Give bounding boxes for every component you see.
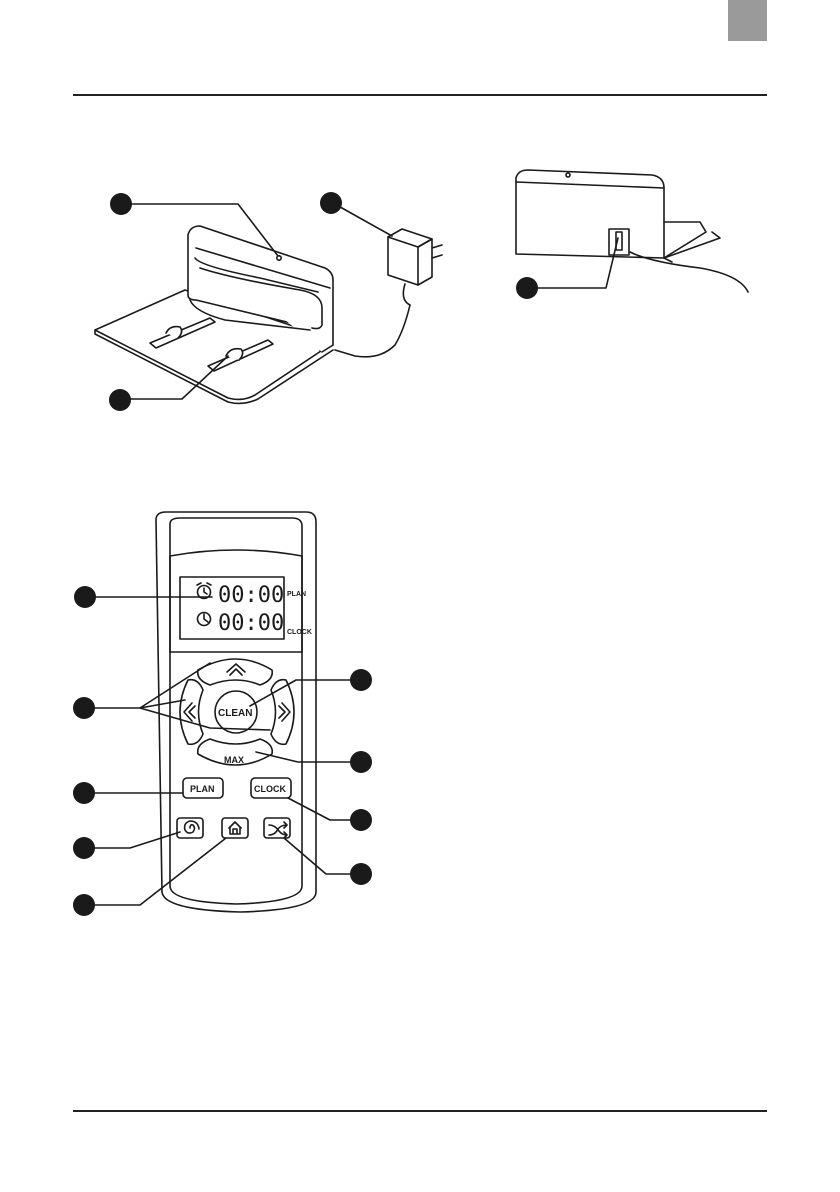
spiral-button[interactable] xyxy=(177,818,203,838)
clock-time: 00:00 xyxy=(218,611,284,636)
callout-dot xyxy=(516,277,538,299)
clean-button-label: CLEAN xyxy=(218,708,252,719)
plan-button[interactable]: PLAN xyxy=(183,778,223,798)
max-button-label: MAX xyxy=(224,755,244,765)
callouts xyxy=(73,192,618,916)
callout-dot xyxy=(109,389,131,411)
callout-dot xyxy=(320,192,342,214)
clock-button[interactable]: CLOCK xyxy=(251,778,291,798)
clock-button-label: CLOCK xyxy=(254,784,286,794)
callout-dot xyxy=(110,193,132,215)
callout-dot xyxy=(73,697,95,719)
power-adapter-illustration xyxy=(335,229,442,357)
callout-dot xyxy=(350,863,372,885)
lcd-clock-label: CLOCK xyxy=(287,629,312,636)
lcd-plan-label: PLAN xyxy=(287,591,306,598)
callout-dot xyxy=(73,894,95,916)
callout-dot xyxy=(350,751,372,773)
random-button[interactable] xyxy=(264,818,290,838)
callout-dot xyxy=(73,837,95,859)
home-button[interactable] xyxy=(222,818,248,838)
callout-dot xyxy=(350,669,372,691)
callout-dot xyxy=(350,809,372,831)
charging-base-side-illustration xyxy=(516,170,748,292)
plan-button-label: PLAN xyxy=(190,784,215,794)
callout-dot xyxy=(74,586,96,608)
charging-base-illustration xyxy=(95,226,333,403)
plan-time: 00:00 xyxy=(218,583,284,608)
callout-dot xyxy=(73,782,95,804)
